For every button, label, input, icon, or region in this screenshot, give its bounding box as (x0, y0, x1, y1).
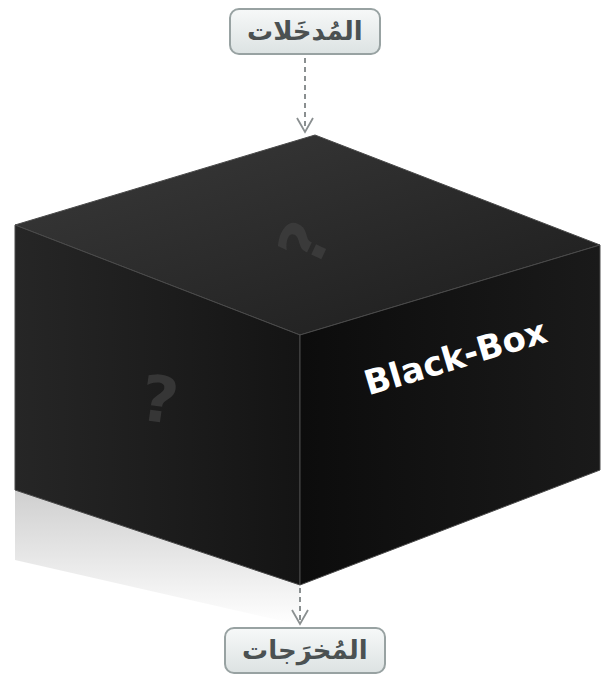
dashed-arrow (299, 588, 301, 624)
output-box: المُخرَجات (224, 627, 386, 674)
cube-left-face (15, 225, 300, 585)
output-label: المُخرَجات (226, 629, 384, 672)
input-label: المُدخَلات (231, 10, 379, 53)
dashed-arrow (304, 58, 306, 132)
cube-right-face (300, 245, 600, 585)
input-box: المُدخَلات (229, 8, 381, 55)
black-box-cube: ??Black-Box (15, 135, 600, 585)
